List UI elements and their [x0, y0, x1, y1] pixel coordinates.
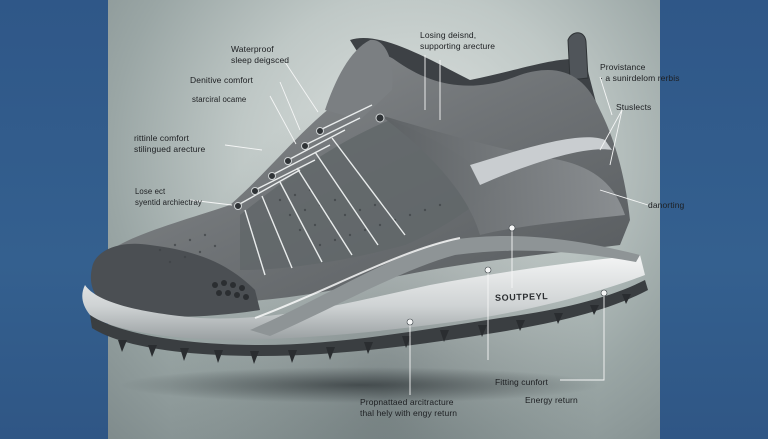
- pull-tab: [567, 32, 589, 81]
- label-waterproof: Waterproof sleep deigsced: [231, 44, 290, 65]
- label-stuslects: Stuslects: [616, 102, 652, 112]
- laces: [237, 104, 406, 276]
- label-energy-return: Energy return: [525, 395, 578, 405]
- cleats: [118, 294, 631, 364]
- label-ritinle-comfort: rittinle comfort stilingued arecture: [134, 133, 206, 154]
- label-fitting-comfort: Fitting cunfort: [495, 377, 548, 387]
- label-provistance: Provistance · a sunirdelom rerbis: [600, 62, 680, 83]
- label-losing-deisnd: Losing deisnd, supporting arecture: [420, 30, 496, 51]
- midsole-swoosh: [250, 235, 640, 336]
- label-starciral: starciral ocame: [192, 95, 247, 104]
- callout-lines: [189, 55, 649, 395]
- label-definitive-comfort: Denitive comfort: [190, 75, 254, 85]
- midsole-brand-text: SOUTPEYL: [494, 291, 549, 303]
- right-border-band: [660, 0, 768, 439]
- ground-shadow: [120, 367, 600, 403]
- callout-dots: [406, 224, 608, 326]
- heel-stripe: [470, 137, 612, 185]
- midsole-accent: [254, 237, 461, 319]
- eyelets: [234, 113, 385, 210]
- label-lose-ect: Lose ect syentid archiectray: [135, 187, 202, 207]
- toe-cap: [90, 243, 260, 317]
- toe-vents: [212, 280, 249, 300]
- label-propnattaed: Propnattaed arcitracture thal hely with …: [360, 397, 458, 418]
- left-border-band: [0, 0, 108, 439]
- label-danorting: danorting: [648, 200, 685, 210]
- outsole: [90, 280, 648, 356]
- shoe-tongue: [325, 39, 393, 120]
- midsole: [82, 255, 645, 340]
